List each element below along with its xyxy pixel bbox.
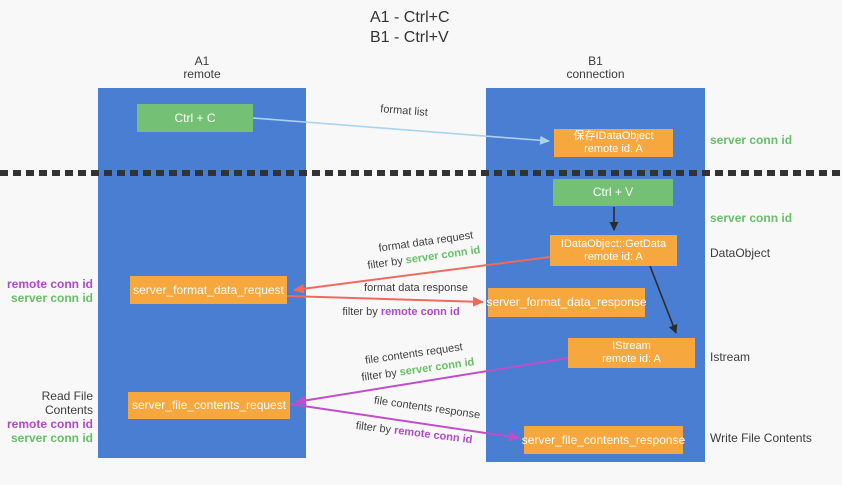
- label-remote-conn-id-left-1: remote conn id: [6, 277, 93, 291]
- remote-conn-id-text: remote conn id: [380, 306, 460, 318]
- label-file-contents-response: file contents response: [373, 394, 481, 422]
- node-ctrl-v-label: Ctrl + V: [592, 185, 634, 199]
- filter-by-text: filter by: [366, 255, 404, 272]
- remote-conn-id-text: remote conn id: [393, 424, 474, 447]
- node-save-idataobject: 保存IDataObject remote id: A: [554, 129, 673, 157]
- label-server-conn-id-left-2: server conn id: [10, 431, 93, 445]
- filter-by-text: filter by: [360, 367, 398, 384]
- node-server-file-contents-response: server_file_contents_response: [521, 426, 686, 454]
- node-istream-line2: remote id: A: [602, 353, 661, 365]
- node-file-response-label: server_file_contents_response: [521, 432, 686, 447]
- node-getdata-line2: remote id: A: [584, 250, 643, 263]
- label-format-data-response: format data response: [364, 282, 468, 294]
- lane-header-b1: B1 connection: [486, 55, 705, 81]
- node-format-request-label: server_format_data_request: [133, 282, 284, 297]
- node-ctrl-v: Ctrl + V: [553, 179, 673, 206]
- filter-by-text: filter by: [355, 419, 392, 437]
- label-format-list: format list: [379, 103, 429, 119]
- label-istream-side: Istream: [710, 350, 751, 364]
- node-server-format-data-response: server_format_data_response: [486, 288, 647, 317]
- node-file-request-label: server_file_contents_request: [131, 398, 287, 412]
- title-line-2: B1 - Ctrl+V: [370, 29, 449, 46]
- node-save-idataobject-line2: remote id: A: [584, 143, 643, 155]
- label-group-file-ids: Read File Contents remote conn id server…: [0, 389, 93, 445]
- diagram-title: A1 - Ctrl+C B1 - Ctrl+V: [370, 8, 450, 48]
- label-read-file-contents: Read File Contents: [41, 389, 93, 417]
- label-write-file-contents: Write File Contents: [710, 431, 812, 445]
- node-server-format-data-request: server_format_data_request: [130, 276, 287, 304]
- title-line-1: A1 - Ctrl+C: [370, 9, 450, 26]
- label-group-format-ids: remote conn id server conn id: [0, 277, 93, 305]
- label-dataobject: DataObject: [710, 246, 771, 260]
- node-idataobject-getdata: IDataObject::GetData remote id: A: [550, 235, 677, 266]
- lane-header-a1: A1 remote: [98, 55, 306, 81]
- node-save-idataobject-line1: 保存IDataObject: [573, 130, 654, 142]
- label-remote-conn-id-left-2: remote conn id: [6, 417, 93, 431]
- label-server-conn-id-mid: server conn id: [710, 211, 793, 225]
- filter-by-text: filter by: [342, 306, 378, 318]
- lane-a1-subtitle: remote: [183, 67, 221, 81]
- label-server-conn-id-top: server conn id: [710, 133, 793, 147]
- node-format-response-label: server_format_data_response: [486, 295, 647, 309]
- dotted-separator-line: [0, 170, 842, 176]
- label-server-conn-id-left-1: server conn id: [10, 291, 93, 305]
- lane-a1-title: A1: [194, 54, 210, 68]
- label-filter-by-remote-conn-id-1: filter by remote conn id: [338, 306, 464, 319]
- lane-b1-subtitle: connection: [566, 67, 625, 81]
- lane-b1-title: B1: [588, 54, 603, 68]
- format-data-response-arrow: [286, 295, 484, 307]
- node-istream: IStream remote id: A: [568, 338, 695, 368]
- node-istream-line1: IStream: [612, 340, 651, 352]
- node-getdata-line1: IDataObject::GetData: [560, 237, 667, 250]
- node-ctrl-c-label: Ctrl + C: [174, 110, 216, 125]
- label-filter-by-remote-conn-id-2: filter by remote conn id: [348, 419, 481, 448]
- node-server-file-contents-request: server_file_contents_request: [128, 392, 290, 419]
- node-ctrl-c: Ctrl + C: [137, 104, 253, 132]
